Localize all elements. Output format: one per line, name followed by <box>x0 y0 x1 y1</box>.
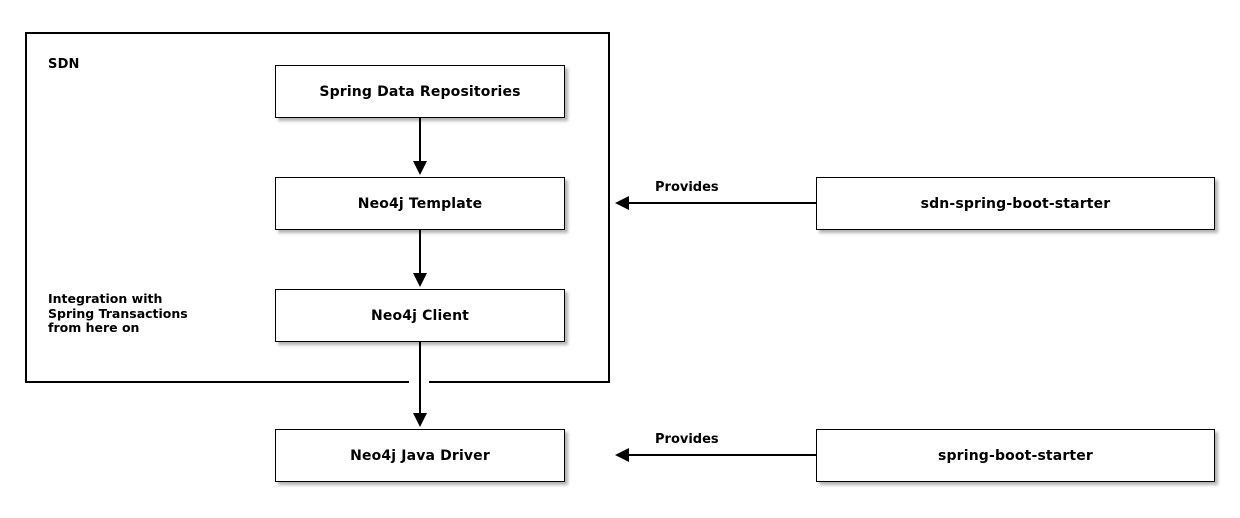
node-sdn-spring-boot-starter[interactable]: sdn-spring-boot-starter <box>816 177 1215 230</box>
sdn-group-label: SDN <box>48 57 80 72</box>
connector-repositories-to-template-arrowhead <box>413 161 427 175</box>
connector-sdn-starter-provides-arrowhead <box>615 196 629 210</box>
connector-boot-starter-provides-arrowhead <box>615 448 629 462</box>
connector-template-to-client-arrowhead <box>413 273 427 287</box>
node-label-sdn-spring-boot-starter: sdn-spring-boot-starter <box>920 195 1111 212</box>
edge-label-provides-upper: Provides <box>655 180 719 195</box>
sdn-group-container <box>25 32 610 383</box>
node-label-neo4j-client: Neo4j Client <box>370 307 470 324</box>
connector-client-to-driver-arrowhead <box>413 413 427 427</box>
integration-note: Integration with Spring Transactions fro… <box>48 291 188 335</box>
node-spring-boot-starter[interactable]: spring-boot-starter <box>816 429 1215 482</box>
node-spring-data-repositories[interactable]: Spring Data Repositories <box>275 65 565 118</box>
connector-boot-starter-provides-line <box>628 454 816 456</box>
connector-client-to-driver-line-segment-2 <box>419 379 421 415</box>
connector-sdn-starter-provides-line <box>628 202 816 204</box>
connector-repositories-to-template-line <box>419 118 421 163</box>
node-neo4j-client[interactable]: Neo4j Client <box>275 289 565 342</box>
node-neo4j-java-driver[interactable]: Neo4j Java Driver <box>275 429 565 482</box>
node-label-spring-boot-starter: spring-boot-starter <box>938 447 1093 464</box>
connector-client-to-driver-line <box>419 342 421 415</box>
node-neo4j-template[interactable]: Neo4j Template <box>275 177 565 230</box>
node-label-spring-data-repositories: Spring Data Repositories <box>319 83 521 100</box>
connector-template-to-client-line <box>419 230 421 275</box>
edge-label-provides-lower: Provides <box>655 432 719 447</box>
node-label-neo4j-java-driver: Neo4j Java Driver <box>350 447 490 464</box>
node-label-neo4j-template: Neo4j Template <box>357 195 483 212</box>
